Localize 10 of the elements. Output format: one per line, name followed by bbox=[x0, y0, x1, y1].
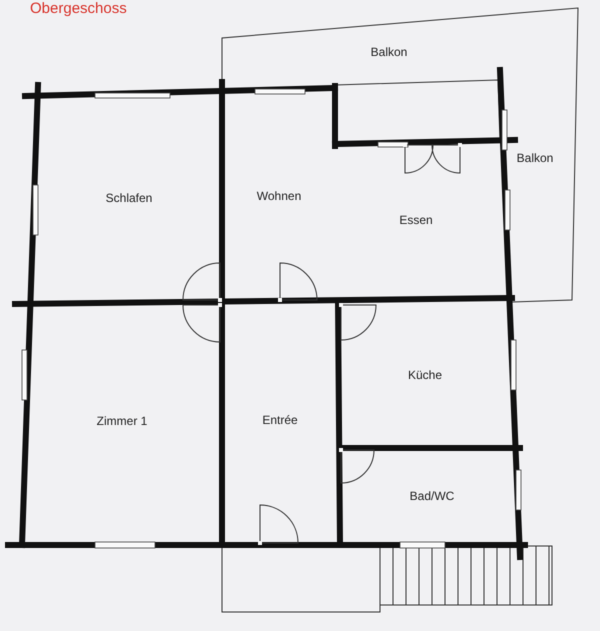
room-label: Wohnen bbox=[256, 189, 302, 203]
room-label: Küche bbox=[408, 368, 442, 382]
room-label: Bad/WC bbox=[410, 489, 454, 503]
plan-title: Obergeschoss bbox=[30, 0, 127, 17]
room-label: Entrée bbox=[262, 413, 298, 427]
room-label: Balkon bbox=[516, 151, 554, 165]
room-label: Essen bbox=[399, 213, 433, 227]
room-label: Schlafen bbox=[106, 191, 152, 205]
room-label: Balkon bbox=[370, 45, 408, 59]
room-label: Zimmer 1 bbox=[96, 414, 148, 428]
